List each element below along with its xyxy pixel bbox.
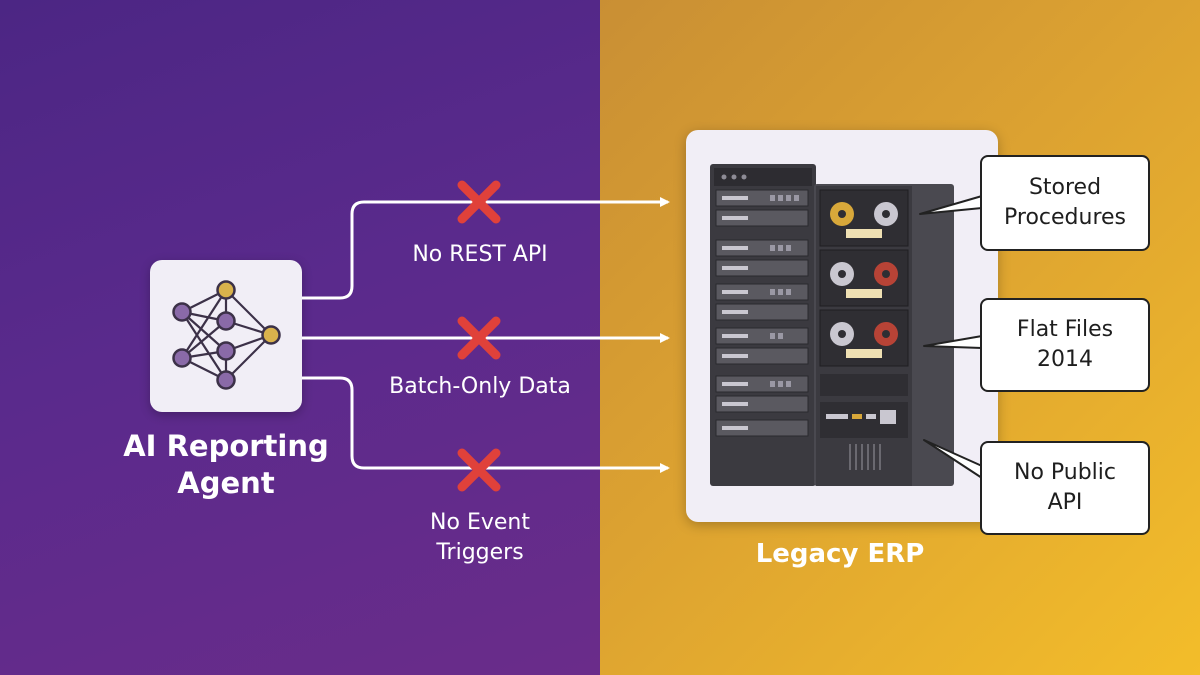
red-x-icon: [457, 448, 501, 492]
agent-card: [150, 260, 302, 412]
red-x-icon: [457, 180, 501, 224]
agent-label: AI Reporting Agent: [110, 428, 342, 502]
connector-line-events: [302, 376, 670, 473]
agent-label-line1: AI Reporting: [123, 429, 329, 463]
erp-panel: [686, 130, 998, 522]
red-x-icon: [457, 316, 501, 360]
erp-label: Legacy ERP: [755, 539, 925, 569]
server-rack-icon: [710, 164, 954, 486]
callout-stored-procedures: Stored Procedures: [980, 155, 1150, 251]
callout-no-public-api: No Public API: [980, 441, 1150, 535]
callout-flat-files: Flat Files 2014: [980, 298, 1150, 392]
connection-label-rest: No REST API: [412, 242, 548, 267]
agent-label-line2: Agent: [177, 466, 275, 500]
connection-label-batch: Batch-Only Data: [389, 374, 571, 399]
connector-line-rest: [302, 197, 670, 300]
connection-label-events: No Event Triggers: [430, 510, 530, 565]
neural-network-icon: [172, 280, 281, 390]
